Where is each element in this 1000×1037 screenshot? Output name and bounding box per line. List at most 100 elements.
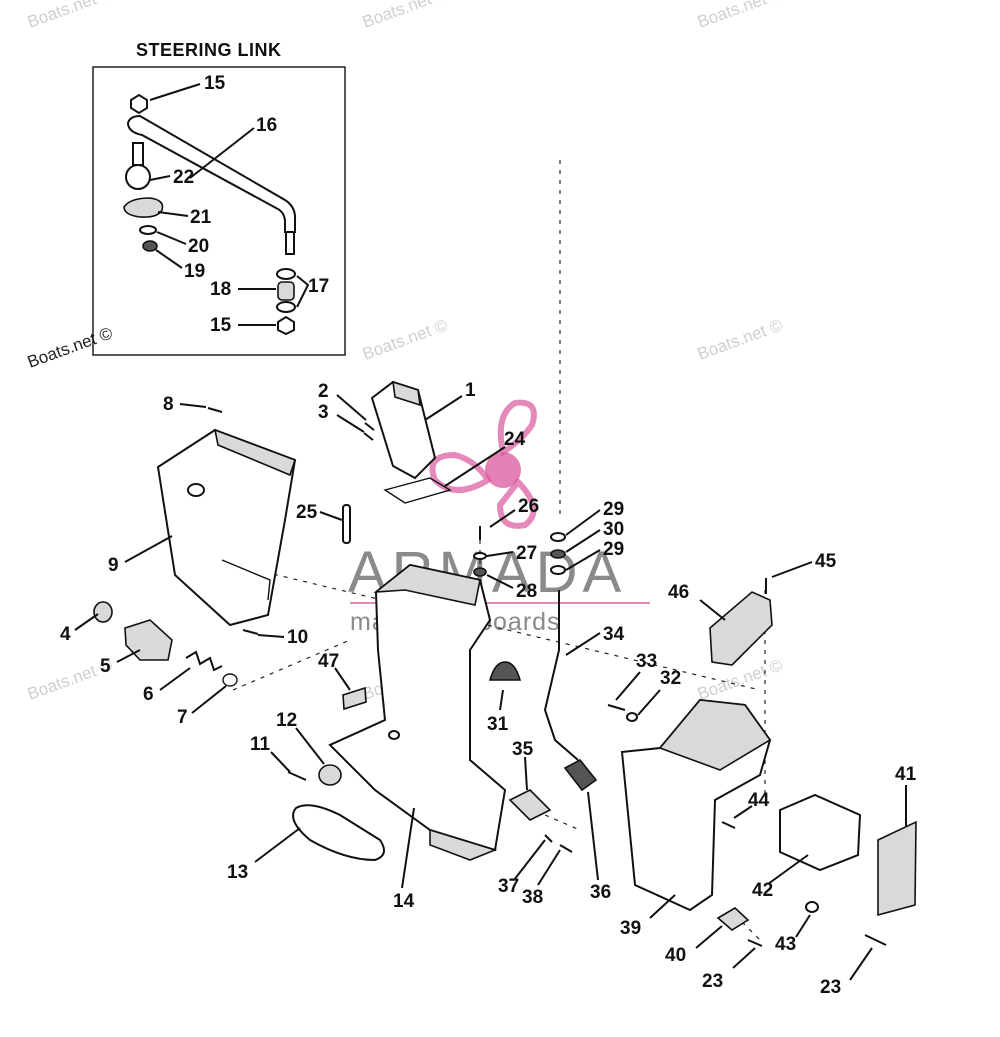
callout-5: 5 bbox=[100, 656, 111, 677]
steering-link-inset: STEERING LINK bbox=[92, 40, 346, 356]
leader-19 bbox=[155, 249, 183, 269]
washer-17 bbox=[276, 268, 296, 280]
leader-35 bbox=[524, 756, 528, 791]
watermark: Boats.net © bbox=[360, 0, 451, 32]
leader-23 bbox=[732, 947, 756, 969]
logo-blade bbox=[497, 399, 537, 457]
callout-19: 19 bbox=[184, 261, 205, 282]
ball-stud-22 bbox=[125, 164, 151, 190]
part-24-gasket bbox=[383, 477, 452, 504]
leader-12 bbox=[295, 727, 325, 765]
callout-6: 6 bbox=[143, 684, 154, 705]
part-14-hole bbox=[388, 730, 400, 740]
leader-45 bbox=[771, 561, 813, 578]
part-44-screw bbox=[721, 821, 736, 829]
callout-43: 43 bbox=[775, 934, 796, 955]
part-30-bushing bbox=[550, 549, 566, 559]
callout-24: 24 bbox=[504, 429, 526, 450]
bracket-21 bbox=[123, 197, 164, 218]
part-40-clip bbox=[716, 907, 750, 931]
leader-32 bbox=[637, 689, 661, 716]
watermark: Boats.net © bbox=[695, 655, 786, 703]
leader-47 bbox=[334, 667, 351, 691]
callout-45: 45 bbox=[815, 551, 837, 572]
assembly-guides bbox=[232, 160, 766, 941]
callout-4: 4 bbox=[60, 624, 71, 645]
callout-29: 29 bbox=[603, 499, 624, 520]
part-4-grommet bbox=[93, 601, 113, 623]
callout-14: 14 bbox=[393, 891, 415, 912]
callout-44: 44 bbox=[748, 790, 770, 811]
parts bbox=[93, 380, 917, 947]
leader-38 bbox=[537, 849, 561, 886]
leader-lines bbox=[74, 83, 907, 981]
callout-30: 30 bbox=[603, 519, 624, 540]
callout-37: 37 bbox=[498, 876, 519, 897]
callout-34: 34 bbox=[603, 624, 625, 645]
callout-3: 3 bbox=[318, 402, 329, 423]
part-37-screw bbox=[544, 834, 553, 843]
leader-25 bbox=[319, 511, 343, 521]
leader-2 bbox=[336, 394, 367, 421]
part-38-screw bbox=[559, 844, 573, 853]
callout-10: 10 bbox=[287, 627, 308, 648]
callout-29b: 29 bbox=[603, 539, 624, 560]
nut-15 bbox=[130, 93, 148, 115]
callout-16: 16 bbox=[256, 115, 277, 136]
inset-frame bbox=[92, 66, 346, 356]
guide-line bbox=[544, 814, 581, 831]
part-2-screw bbox=[364, 422, 375, 431]
callout-36: 36 bbox=[590, 882, 611, 903]
part-14-exhaust-housing bbox=[328, 563, 507, 852]
leader-37 bbox=[513, 839, 546, 881]
callout-42: 42 bbox=[752, 880, 773, 901]
callout-1: 1 bbox=[465, 380, 476, 401]
callout-2: 2 bbox=[318, 381, 329, 402]
leader-36 bbox=[587, 791, 599, 881]
leader-30 bbox=[565, 529, 601, 553]
leader-31 bbox=[499, 689, 504, 711]
part-7-clip bbox=[222, 673, 238, 687]
leader-44 bbox=[733, 805, 753, 819]
bushing-18 bbox=[277, 281, 295, 301]
callout-labels: 15 16 22 21 20 19 18 17 15 1 2 3 8 24 25… bbox=[60, 73, 917, 998]
part-35-cover bbox=[508, 789, 552, 821]
callout-21: 21 bbox=[190, 207, 212, 228]
leader-11 bbox=[270, 751, 291, 773]
leader-34 bbox=[565, 632, 601, 656]
logo-blade bbox=[429, 451, 493, 493]
part-39-top bbox=[658, 699, 772, 771]
part-42-plate bbox=[779, 793, 862, 872]
callout-35: 35 bbox=[512, 739, 534, 760]
leader-21 bbox=[157, 211, 189, 217]
part-25-pin bbox=[342, 504, 351, 544]
watermark: Boats.net © bbox=[695, 0, 786, 32]
washer-17b bbox=[276, 301, 296, 313]
part-6-spring bbox=[185, 650, 223, 672]
callout-13: 13 bbox=[227, 862, 248, 883]
part-8-screw bbox=[207, 407, 223, 413]
part-10-pin bbox=[242, 629, 259, 635]
leader-27 bbox=[486, 551, 514, 557]
part-33-screw bbox=[607, 704, 626, 711]
part-34-shift-rod bbox=[543, 590, 579, 761]
callout-39: 39 bbox=[620, 918, 641, 939]
inset-title: STEERING LINK bbox=[136, 40, 282, 60]
leader-39 bbox=[649, 894, 676, 919]
nut-15b bbox=[277, 315, 295, 336]
leader-24 bbox=[444, 446, 506, 487]
leader-40 bbox=[695, 925, 723, 949]
callout-22: 22 bbox=[173, 167, 194, 188]
watermark: Boats.net © bbox=[695, 315, 786, 363]
part-36-coupler bbox=[563, 758, 598, 792]
washer-20 bbox=[139, 225, 157, 235]
callout-11: 11 bbox=[250, 734, 271, 755]
part-9-hole bbox=[187, 483, 205, 497]
leader-4 bbox=[74, 613, 99, 631]
leader-22 bbox=[149, 175, 171, 181]
leader-15 bbox=[149, 83, 201, 101]
callout-47: 47 bbox=[318, 651, 339, 672]
part-27-washer bbox=[473, 552, 487, 560]
callout-7: 7 bbox=[177, 707, 188, 728]
